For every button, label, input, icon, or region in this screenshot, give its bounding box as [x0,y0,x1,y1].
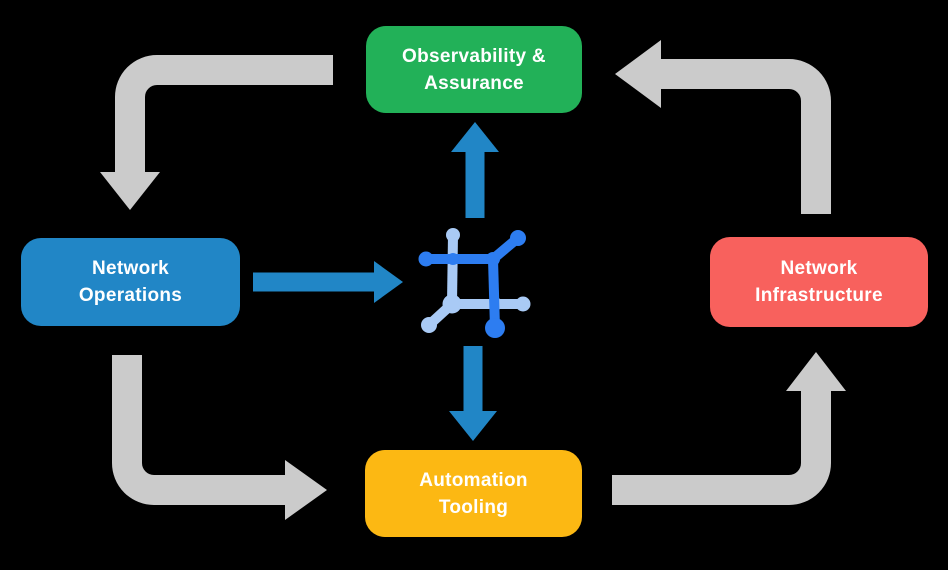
arrow-observability-to-operations [100,55,333,210]
node-observability-assurance: Observability & Assurance [366,26,582,113]
node-label-line2: Operations [78,285,183,306]
node-automation-tooling: Automation Tooling [365,450,582,537]
node-label-line2: Assurance [424,72,524,94]
arrow-infrastructure-to-observability [615,40,831,214]
node-label-line1: Automation [419,469,528,491]
arrow-operations-to-platform [253,261,403,303]
arrow-operations-to-automation [112,355,327,520]
node-network-operations: Network Operations [21,238,240,326]
network-mesh-icon [418,228,531,338]
node-label-line2: Infrastructure [755,285,883,306]
arrow-platform-to-observability [451,122,499,218]
node-label-line2: Tooling [438,496,509,518]
node-label-line1: Network [91,258,170,279]
arrow-automation-to-infrastructure [612,352,846,505]
node-label-line1: Network [780,258,858,279]
node-label-line1: Observability & [402,45,546,67]
arrow-platform-to-automation [449,346,497,441]
node-network-infrastructure: Network Infrastructure [710,237,928,327]
